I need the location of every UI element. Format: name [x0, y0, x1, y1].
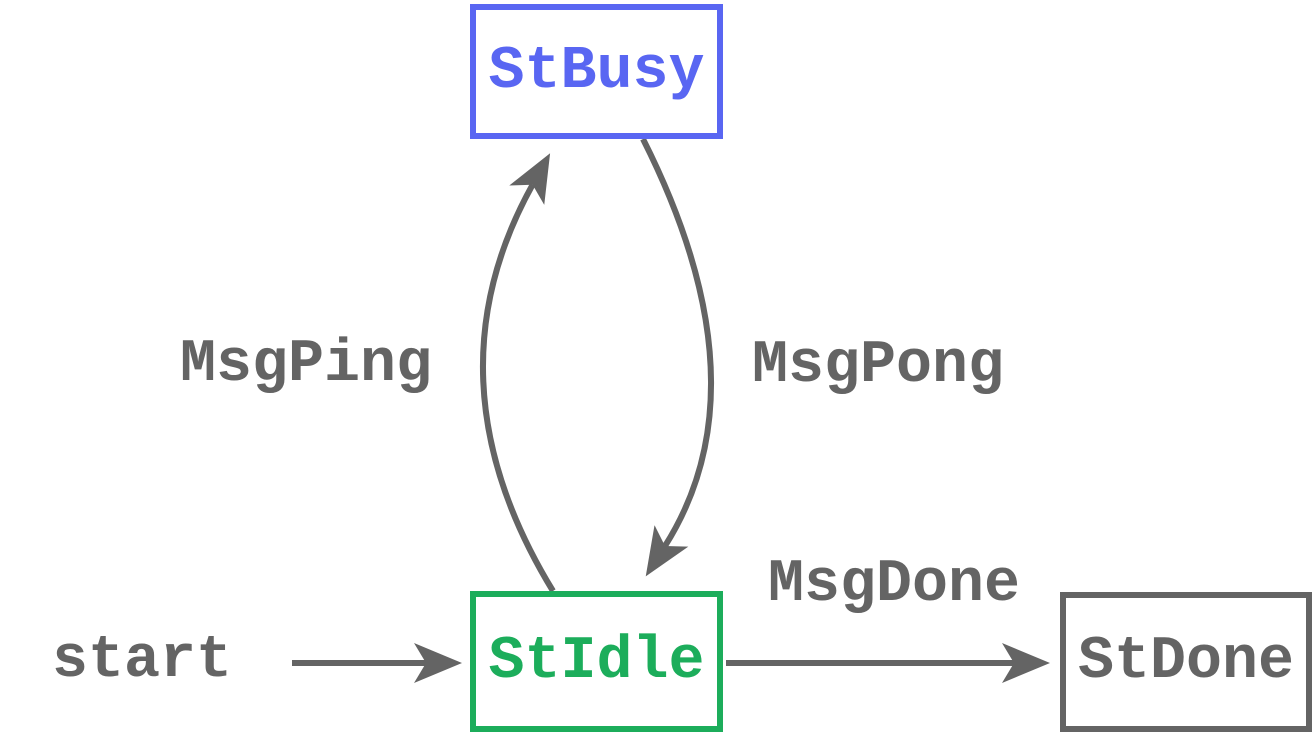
- msgdone-edge-label: MsgDone: [767, 551, 1021, 619]
- state-node-stdone-label: StDone: [1077, 628, 1295, 696]
- state-node-stidle-label: StIdle: [488, 627, 705, 696]
- state-node-stbusy-label: StBusy: [488, 37, 705, 106]
- msgping-edge-label: MsgPing: [179, 331, 433, 399]
- start-label: start: [51, 627, 233, 695]
- msgpong-edge-label: MsgPong: [751, 332, 1005, 400]
- state-node-stbusy: StBusy: [470, 4, 723, 139]
- state-node-stidle: StIdle: [470, 591, 723, 732]
- state-node-stdone: StDone: [1060, 592, 1312, 732]
- msgpong-arrow: [640, 137, 715, 577]
- msgping-arrow: [479, 153, 556, 593]
